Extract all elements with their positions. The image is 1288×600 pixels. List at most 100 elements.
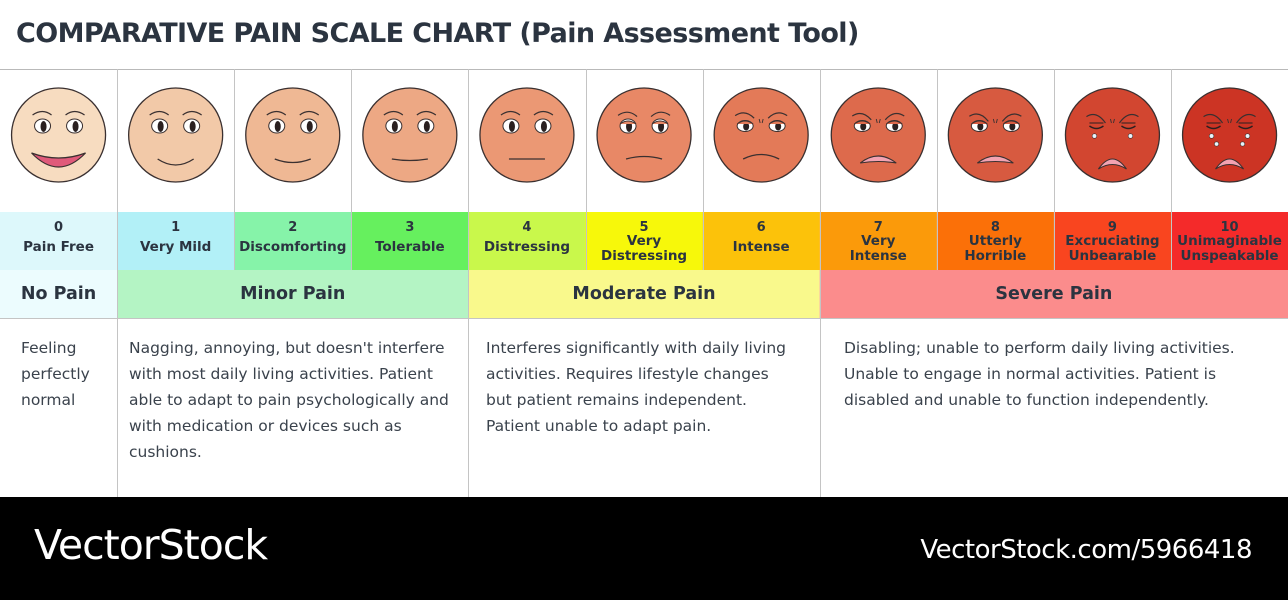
brow xyxy=(182,110,202,116)
level-label: Pain Free xyxy=(23,239,94,255)
level-label: Tolerable xyxy=(375,239,445,255)
pupil xyxy=(189,121,196,132)
brow xyxy=(299,110,320,116)
level-cell-5 xyxy=(585,212,703,270)
face-circle xyxy=(1181,87,1278,183)
eyelid xyxy=(619,120,637,125)
brow xyxy=(500,110,521,116)
face-circle xyxy=(10,87,107,183)
category-cell xyxy=(0,270,118,318)
brow xyxy=(969,113,989,122)
eyelid xyxy=(971,120,988,125)
level-label: Unbearable xyxy=(1069,248,1157,264)
category-label: Moderate Pain xyxy=(572,284,715,304)
mouth xyxy=(274,158,311,164)
category-cell xyxy=(117,270,469,318)
face-level-1 xyxy=(127,87,224,183)
wrinkle xyxy=(1110,118,1115,124)
category-cell xyxy=(819,270,1288,318)
pupil xyxy=(306,121,313,132)
level-cell-0 xyxy=(0,212,118,270)
level-label: Intense xyxy=(850,248,907,264)
mouth xyxy=(1097,158,1127,170)
description-no-pain: Feeling perfectly normal xyxy=(21,339,90,409)
level-label: Distressing xyxy=(601,248,687,264)
category-label: Minor Pain xyxy=(240,284,345,304)
brow xyxy=(1236,113,1256,124)
brow xyxy=(32,110,52,116)
level-cell-8 xyxy=(936,212,1054,270)
brow xyxy=(266,110,287,116)
level-number: 7 xyxy=(874,220,883,235)
eyelid xyxy=(853,120,871,125)
brand-logo: VectorStock xyxy=(34,521,268,569)
brow xyxy=(734,112,755,119)
description-severe-pain: Disabling; unable to perform daily livin… xyxy=(844,339,1235,409)
level-cell-2 xyxy=(234,212,352,270)
face-circle xyxy=(830,87,926,183)
level-cell-1 xyxy=(117,212,235,270)
level-label: Very Mild xyxy=(140,239,211,255)
level-number: 5 xyxy=(640,220,649,235)
level-cell-7 xyxy=(819,212,937,270)
face-level-8 xyxy=(947,87,1043,183)
level-number: 10 xyxy=(1221,220,1239,235)
level-label: Distressing xyxy=(484,239,570,255)
level-label: Very xyxy=(627,233,662,249)
level-number: 6 xyxy=(757,220,766,235)
face-level-7 xyxy=(830,87,926,183)
mouth xyxy=(742,153,780,160)
tear xyxy=(1091,133,1098,139)
level-label: Intense xyxy=(733,239,790,255)
pupil xyxy=(892,122,899,131)
face-circle xyxy=(1064,87,1161,183)
eyelid xyxy=(651,120,669,125)
brow xyxy=(383,110,404,116)
brow xyxy=(884,112,905,121)
eyelid xyxy=(736,120,754,125)
brand-url: VectorStock.com/5966418 xyxy=(920,535,1252,565)
level-number: 3 xyxy=(405,220,414,235)
brow xyxy=(650,111,671,118)
pupil xyxy=(391,121,398,132)
pupil xyxy=(72,121,79,132)
level-label: Excruciating xyxy=(1065,233,1159,249)
pupil xyxy=(743,122,750,131)
brow xyxy=(416,110,437,116)
pupil xyxy=(508,121,515,132)
pupil xyxy=(775,122,782,131)
brow xyxy=(533,110,554,116)
pupil xyxy=(540,121,547,132)
mouth xyxy=(31,152,86,168)
eyelid xyxy=(768,120,786,125)
face-circle xyxy=(713,87,809,183)
closed-eye xyxy=(1089,125,1104,130)
face-circle xyxy=(479,87,575,183)
face-level-0 xyxy=(10,87,107,183)
face-circle xyxy=(362,87,458,183)
level-cell-6 xyxy=(702,212,820,270)
face-circle xyxy=(127,87,224,183)
mouth xyxy=(625,155,663,160)
brow xyxy=(1118,113,1139,124)
face-level-10 xyxy=(1181,87,1278,183)
category-label: Severe Pain xyxy=(995,284,1112,304)
level-number: 4 xyxy=(522,220,531,235)
category-label: No Pain xyxy=(21,284,96,304)
level-label: Unspeakable xyxy=(1181,248,1279,264)
description-minor-pain: Nagging, annoying, but doesn't interfere… xyxy=(129,339,449,461)
wrinkle xyxy=(992,118,998,124)
closed-eye xyxy=(1121,125,1136,130)
pupil xyxy=(157,121,164,132)
brow xyxy=(1203,113,1224,124)
level-cell-9 xyxy=(1053,212,1171,270)
pupil xyxy=(1009,122,1016,131)
face-circle xyxy=(947,87,1043,183)
tear xyxy=(1208,133,1215,139)
eyelid xyxy=(1003,120,1020,125)
level-number: 9 xyxy=(1108,220,1117,235)
face-level-6 xyxy=(713,87,809,183)
footer-bar: VectorStock VectorStock.com/5966418 xyxy=(0,497,1288,600)
pupil xyxy=(977,122,984,131)
